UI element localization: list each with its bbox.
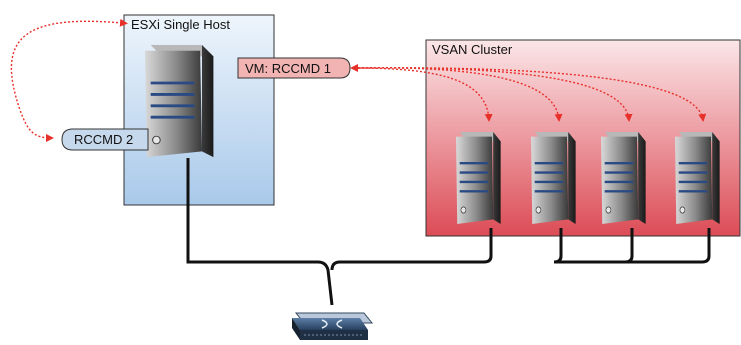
rccmd2-label: RCCMD 2 xyxy=(61,128,149,151)
vm-rccmd1-label: VM: RCCMD 1 xyxy=(237,57,351,79)
network-cables xyxy=(186,158,711,306)
cluster-server-2-icon xyxy=(529,130,577,226)
vm-rccmd1-text: VM: RCCMD 1 xyxy=(245,61,331,76)
host-server-icon xyxy=(143,43,215,159)
rccmd2-text: RCCMD 2 xyxy=(74,132,133,147)
loop-arrow xyxy=(10,18,128,142)
esxi-host-title: ESXi Single Host xyxy=(131,17,230,32)
cluster-server-1-icon xyxy=(454,130,502,226)
network-switch-icon xyxy=(292,312,374,340)
cluster-server-4-icon xyxy=(673,130,721,226)
vsan-cluster-title: VSAN Cluster xyxy=(432,42,513,57)
shutdown-arrows xyxy=(350,64,707,122)
cluster-server-3-icon xyxy=(599,130,647,226)
